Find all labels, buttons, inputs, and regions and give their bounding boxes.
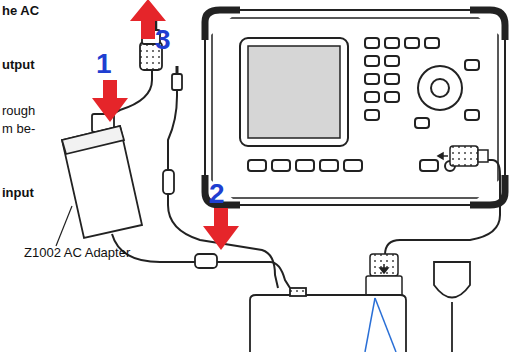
callout-number: 2 <box>209 178 225 210</box>
sensor <box>434 262 470 352</box>
note-text: m be- <box>2 122 35 137</box>
part-name: Z1002 AC Adapter <box>24 246 130 261</box>
callout-number: 1 <box>96 48 112 80</box>
note-text: rough <box>2 104 35 119</box>
instrument <box>205 10 505 205</box>
serial-cable <box>366 146 500 298</box>
note-text: input <box>2 186 34 201</box>
note-text: utput <box>2 58 34 73</box>
callout-number: 3 <box>155 24 171 56</box>
leader-line <box>56 206 72 246</box>
direction-arrow <box>92 0 239 250</box>
note-text: he AC <box>2 4 39 19</box>
logger-unit <box>250 288 406 352</box>
